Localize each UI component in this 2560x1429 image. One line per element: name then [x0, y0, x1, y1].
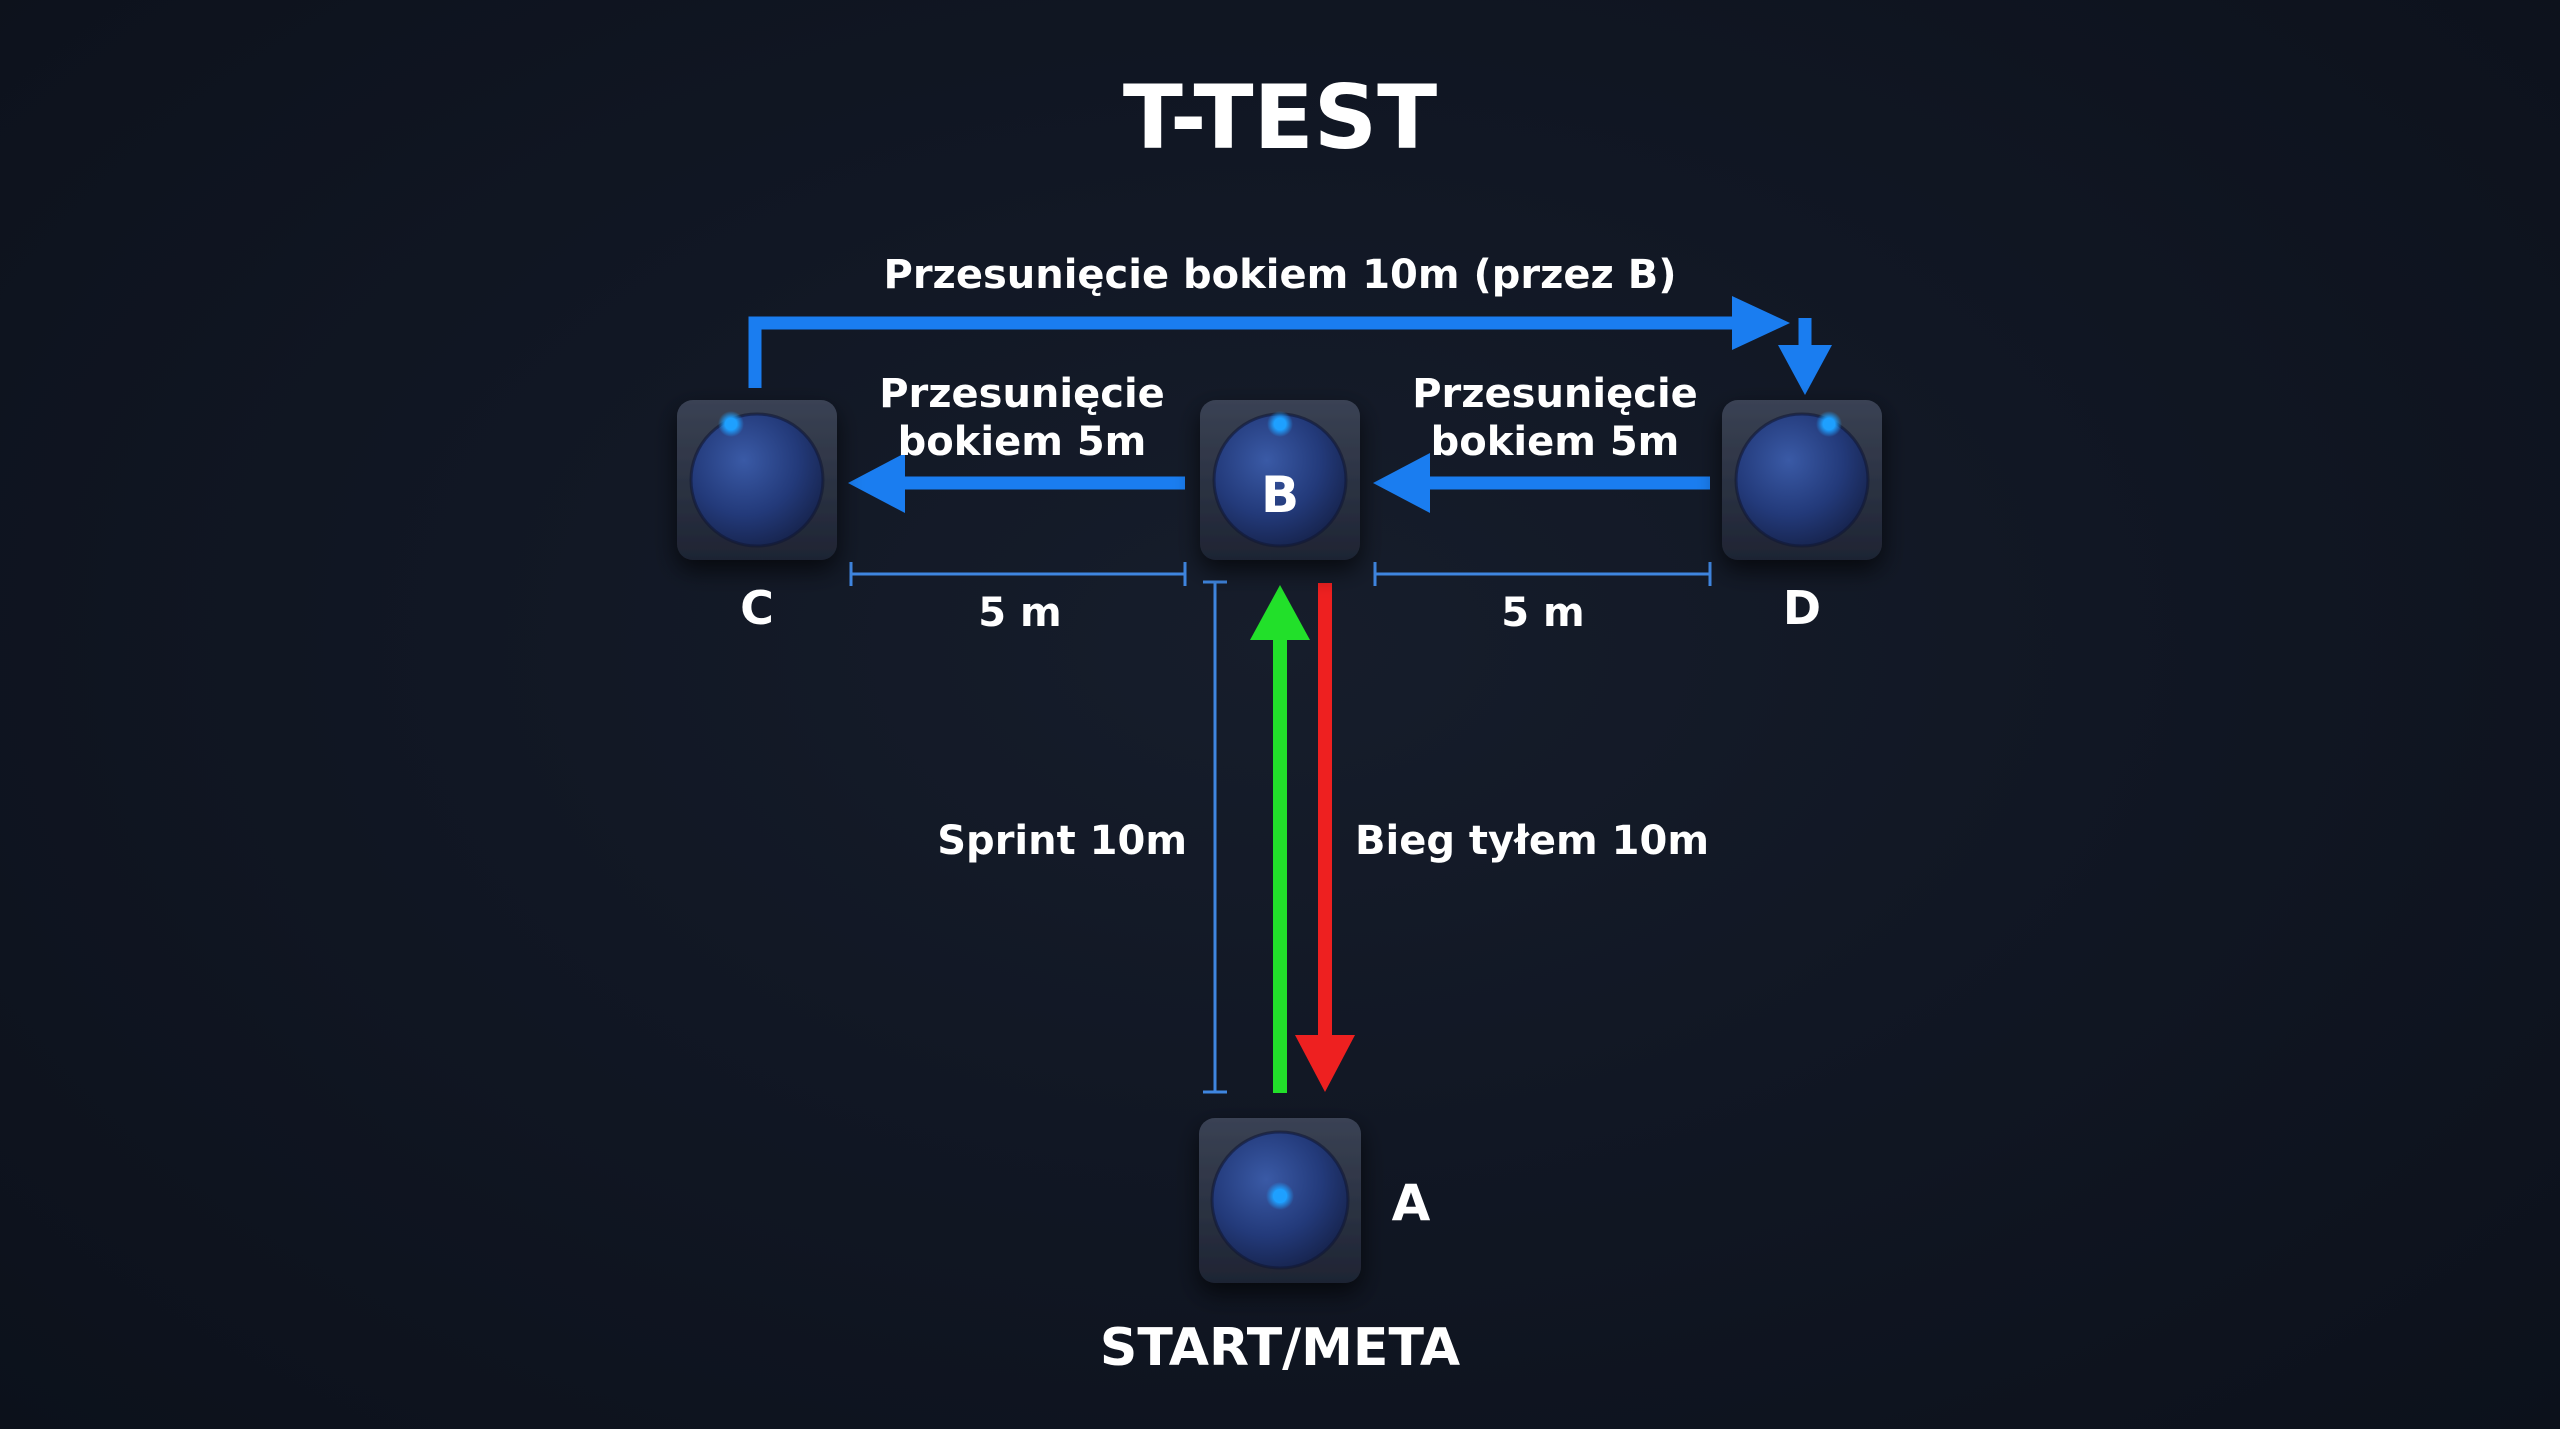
start-finish-label: START/META [1100, 1318, 1460, 1378]
backpedal-arrow [1295, 583, 1355, 1092]
shuffle-10m-arrow [748, 296, 1832, 395]
dimension-line-left [849, 562, 1187, 586]
page-title: T-TEST [1123, 66, 1437, 169]
cone-icon [1734, 411, 1870, 548]
shuffle-10m-label: Przesunięcie bokiem 10m (przez B) [884, 252, 1677, 298]
cone-b-label: B [1261, 466, 1299, 524]
shuffle-right-label-line1: Przesunięcie [1412, 371, 1698, 417]
sprint-label: Sprint 10m [937, 818, 1187, 864]
shuffle-left-label-line1: Przesunięcie [879, 371, 1165, 417]
shuffle-right-arrow [1373, 453, 1710, 513]
dimension-line-vertical [1203, 580, 1227, 1094]
shuffle-right-label-line2: bokiem 5m [1431, 419, 1680, 465]
backpedal-label: Bieg tyłem 10m [1355, 818, 1709, 864]
cone-c [677, 400, 837, 560]
cone-a-label: A [1392, 1174, 1431, 1232]
distance-left-label: 5 m [978, 590, 1061, 636]
distance-right-label: 5 m [1501, 590, 1584, 636]
cone-icon [1210, 1130, 1350, 1270]
cone-c-label: C [740, 581, 774, 635]
shuffle-left-label-line2: bokiem 5m [898, 419, 1147, 465]
dimension-line-right [1373, 562, 1712, 586]
cone-icon [1212, 411, 1348, 548]
shuffle-left-arrow [848, 453, 1185, 513]
cone-d [1722, 400, 1882, 560]
cone-d-label: D [1783, 581, 1821, 635]
cone-b: B [1200, 400, 1360, 560]
cone-icon [689, 411, 825, 548]
cone-a [1199, 1118, 1361, 1283]
sprint-arrow [1250, 585, 1310, 1093]
